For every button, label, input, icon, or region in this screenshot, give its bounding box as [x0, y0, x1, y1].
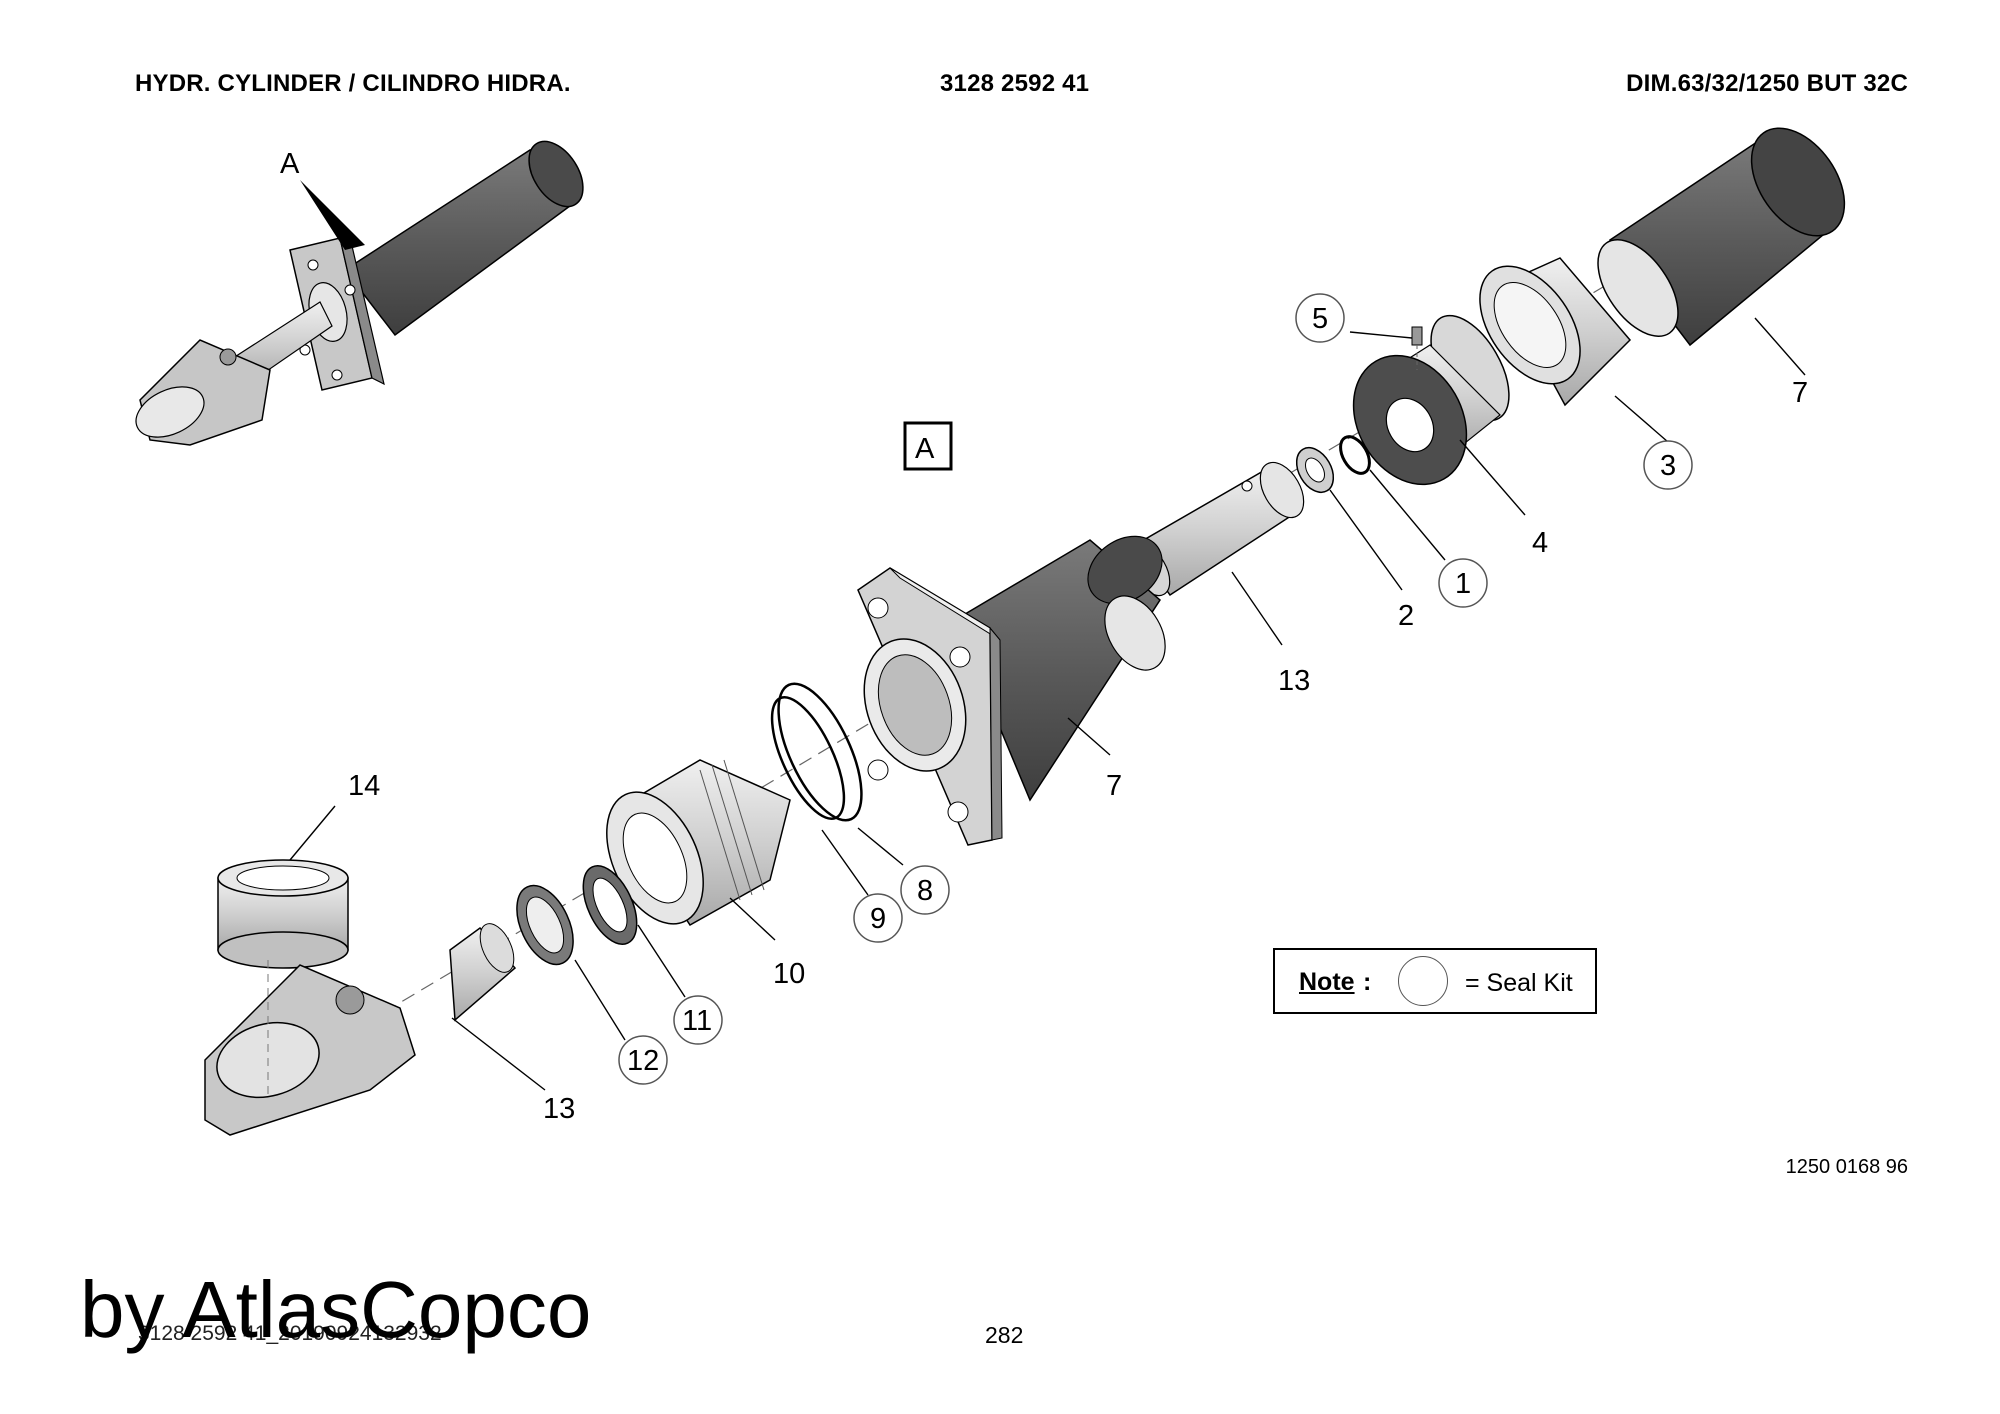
footer-file-id: 3128 2592 41_20190924132932: [138, 1322, 442, 1345]
drawing-code: 1250 0168 96: [1785, 1156, 1908, 1178]
wiper-seal-11: [582, 865, 638, 945]
view-box-label: A: [915, 433, 935, 465]
callout-10: 10: [773, 958, 805, 990]
callout-13-bottom: 13: [543, 1093, 575, 1125]
cylinder-barrel-top: [1597, 127, 1846, 347]
cylinder-head: [606, 759, 791, 926]
seal-ring-8: [777, 682, 863, 822]
watermark: by AtlasCopco: [80, 1265, 592, 1354]
bushing: [217, 859, 349, 969]
callout-11: 11: [682, 1005, 712, 1037]
dimension-spec: DIM.63/32/1250 BUT 32C: [1626, 70, 1908, 97]
seal-ring-9: [770, 696, 846, 820]
callout-5: 5: [1312, 303, 1328, 335]
callout-8: 8: [917, 875, 933, 907]
part-number: 3128 2592 41: [940, 70, 1090, 97]
callout-2: 2: [1398, 600, 1414, 632]
note-colon: :: [1363, 968, 1372, 996]
callout-1: 1: [1455, 568, 1471, 600]
note-label: Note: [1299, 968, 1355, 996]
callout-7-centre: 7: [1106, 770, 1122, 802]
callout-3: 3: [1660, 450, 1676, 482]
set-screw: [1411, 326, 1423, 370]
seal-kit-note: Note : = Seal Kit: [1273, 948, 1597, 1014]
note-text: = Seal Kit: [1465, 969, 1573, 997]
callout-12: 12: [627, 1045, 659, 1077]
view-arrow-label: A: [280, 148, 300, 180]
callout-7-top: 7: [1792, 377, 1808, 409]
callout-4: 4: [1532, 527, 1548, 559]
rod-eye: [204, 923, 517, 1136]
callout-14: 14: [348, 770, 380, 802]
piston: [1479, 257, 1632, 407]
rod-seal-12: [516, 884, 574, 966]
seal-kit-circle-icon: [1398, 956, 1448, 1006]
document-title: HYDR. CYLINDER / CILINDRO HIDRA.: [135, 70, 571, 97]
callout-9: 9: [870, 903, 886, 935]
view-box: [903, 421, 953, 471]
seal-kit-circles: [618, 293, 1693, 1085]
assembled-cylinder: [135, 140, 584, 446]
cylinder-housing: [857, 535, 1166, 846]
page-number: 282: [985, 1322, 1024, 1348]
callout-13-top: 13: [1278, 665, 1310, 697]
o-ring: [1339, 435, 1371, 475]
leader-lines: [289, 317, 1806, 1091]
back-up-washer: [1295, 446, 1335, 494]
